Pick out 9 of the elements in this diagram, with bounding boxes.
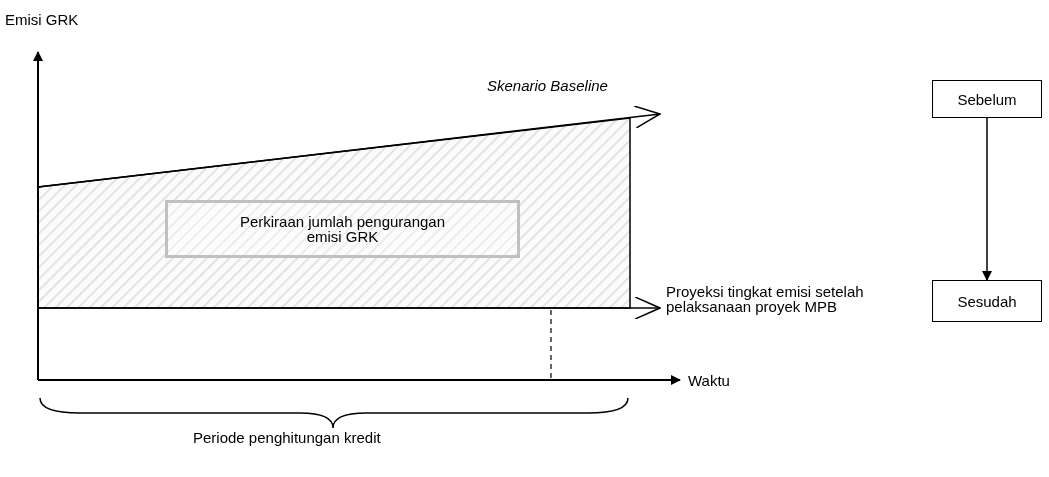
- state-box: Sesudah: [932, 280, 1042, 322]
- annotation-box: Perkiraan jumlah pengurangan emisi GRK: [165, 200, 520, 258]
- state-box: Sebelum: [932, 80, 1042, 118]
- projection-label: Proyeksi tingkat emisi setelah pelaksanaan proyek MPB: [666, 284, 865, 314]
- scenario-label: Skenario Baseline: [487, 78, 608, 93]
- axis-title: Emisi GRK: [5, 12, 79, 27]
- axis-title: Waktu: [688, 373, 730, 388]
- arrow: [982, 117, 992, 281]
- period-label: Periode penghitungan kredit: [193, 430, 381, 445]
